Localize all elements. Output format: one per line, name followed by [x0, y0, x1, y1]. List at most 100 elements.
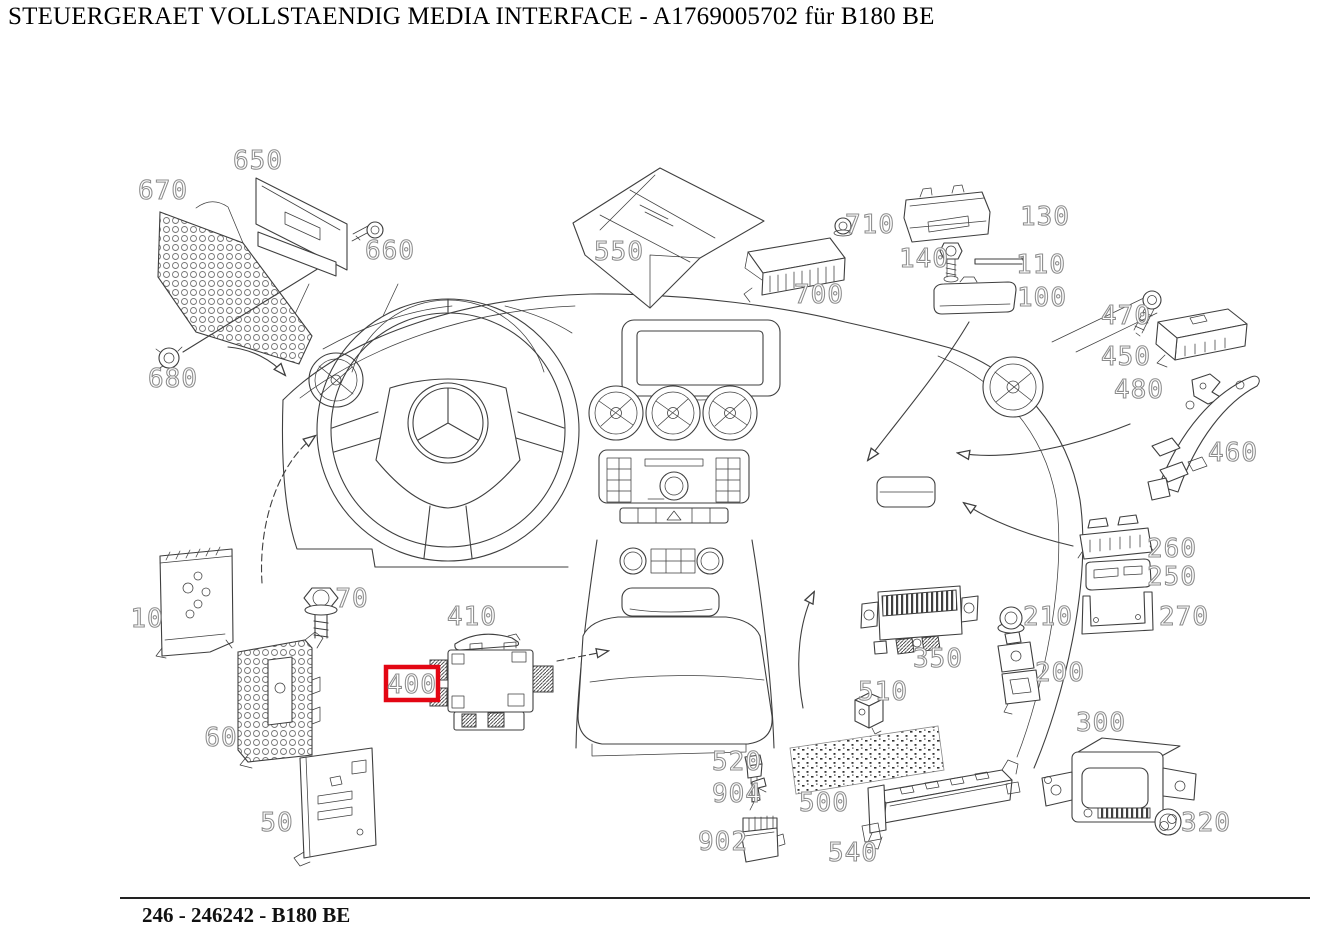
- part-label-70[interactable]: 70: [335, 583, 368, 614]
- part-label-904[interactable]: 904: [711, 778, 762, 809]
- mercedes-star-logo: [407, 382, 489, 464]
- part-label-110[interactable]: 110: [1015, 249, 1066, 280]
- part-label-902[interactable]: 902: [697, 826, 748, 857]
- svg-text:110: 110: [1016, 250, 1066, 280]
- arrow-to-wheel-left: [227, 346, 285, 375]
- part-350-illustration: [860, 585, 979, 655]
- part-540-illustration: [861, 759, 1021, 850]
- part-label-710[interactable]: 710: [844, 209, 895, 240]
- svg-text:460: 460: [1208, 438, 1258, 468]
- svg-text:670: 670: [138, 176, 188, 206]
- svg-text:660: 660: [365, 236, 415, 266]
- part-label-480[interactable]: 480: [1113, 374, 1164, 405]
- svg-text:130: 130: [1020, 202, 1070, 232]
- part-label-680[interactable]: 680: [147, 363, 198, 394]
- steering-wheel: [316, 298, 580, 562]
- svg-text:320: 320: [1181, 808, 1231, 838]
- part-label-520[interactable]: 520: [711, 746, 762, 777]
- svg-text:470: 470: [1101, 301, 1151, 331]
- svg-text:680: 680: [148, 364, 198, 394]
- part-label-540[interactable]: 540: [827, 837, 878, 868]
- svg-text:902: 902: [698, 827, 748, 857]
- part-520-illustration: [744, 754, 763, 785]
- part-label-660[interactable]: 660: [364, 235, 415, 266]
- svg-text:270: 270: [1159, 602, 1209, 632]
- part-700-illustration: [743, 237, 846, 303]
- part-label-200[interactable]: 200: [1034, 657, 1085, 688]
- svg-text:410: 410: [447, 602, 497, 632]
- page-footer: 246 - 246242 - B180 BE: [120, 897, 1310, 928]
- part-label-400[interactable]: 400: [383, 664, 441, 703]
- part-label-650[interactable]: 650: [232, 145, 283, 176]
- part-200-illustration: [997, 631, 1041, 715]
- part-650-illustration: [182, 177, 348, 353]
- svg-text:260: 260: [1147, 534, 1197, 564]
- part-label-320[interactable]: 320: [1180, 807, 1231, 838]
- part-label-50[interactable]: 50: [260, 807, 293, 838]
- part-label-350[interactable]: 350: [912, 643, 963, 674]
- leader-arrows: [227, 321, 1131, 709]
- footer-reference: 246 - 246242 - B180 BE: [142, 903, 351, 927]
- part-902-illustration: [740, 815, 786, 863]
- part-660-illustration: [351, 221, 384, 242]
- part-label-470[interactable]: 470: [1100, 300, 1151, 331]
- part-260-illustration: [1077, 514, 1155, 560]
- part-label-210[interactable]: 210: [1022, 601, 1073, 632]
- part-550-illustration: [572, 167, 765, 309]
- svg-text:500: 500: [799, 788, 849, 818]
- part-label-700[interactable]: 700: [793, 279, 844, 310]
- part-label-550[interactable]: 550: [593, 236, 644, 267]
- part-label-500[interactable]: 500: [798, 787, 849, 818]
- part-10-illustration: [155, 546, 234, 659]
- part-710-illustration: [833, 217, 853, 237]
- part-label-100[interactable]: 100: [1016, 282, 1067, 313]
- svg-text:700: 700: [794, 280, 844, 310]
- svg-text:70: 70: [335, 584, 368, 614]
- part-label-450[interactable]: 450: [1100, 341, 1151, 372]
- part-460-illustration: [1147, 375, 1260, 501]
- part-label-130[interactable]: 130: [1019, 201, 1070, 232]
- part-60-illustration: [237, 631, 324, 769]
- svg-text:140: 140: [899, 244, 949, 274]
- part-label-510[interactable]: 510: [857, 676, 908, 707]
- part-label-250[interactable]: 250: [1146, 561, 1197, 592]
- part-480-illustration: [1191, 373, 1223, 405]
- part-label-140[interactable]: 140: [898, 243, 949, 274]
- part-label-10[interactable]: 10: [130, 603, 163, 634]
- part-410-illustration: [454, 633, 521, 651]
- part-label-300[interactable]: 300: [1075, 707, 1126, 738]
- svg-text:510: 510: [858, 677, 908, 707]
- part-670-illustration: [157, 201, 313, 365]
- part-label-60[interactable]: 60: [204, 722, 237, 753]
- part-500-illustration: [789, 725, 945, 795]
- part-270-illustration: [1081, 591, 1154, 635]
- svg-text:100: 100: [1017, 283, 1067, 313]
- part-label-670[interactable]: 670: [137, 175, 188, 206]
- svg-text:650: 650: [233, 146, 283, 176]
- svg-text:10: 10: [130, 604, 163, 634]
- svg-text:904: 904: [712, 779, 762, 809]
- part-680-illustration: [155, 346, 183, 370]
- svg-text:480: 480: [1114, 375, 1164, 405]
- part-label-270[interactable]: 270: [1158, 601, 1209, 632]
- arrow-to-glovebox-lower: [964, 503, 1074, 547]
- arrow-from-400: [556, 651, 608, 662]
- arrow-from-100: [868, 321, 970, 460]
- part-100-illustration: [933, 276, 1017, 315]
- svg-text:400: 400: [387, 670, 437, 700]
- part-70-illustration: [303, 587, 339, 639]
- svg-text:550: 550: [594, 237, 644, 267]
- svg-text:450: 450: [1101, 342, 1151, 372]
- part-210-illustration: [997, 606, 1025, 634]
- svg-text:200: 200: [1035, 658, 1085, 688]
- part-450-illustration: [1155, 308, 1248, 368]
- svg-text:710: 710: [845, 210, 895, 240]
- part-label-410[interactable]: 410: [446, 601, 497, 632]
- part-label-460[interactable]: 460: [1207, 437, 1258, 468]
- radio-unit: [598, 449, 750, 524]
- arrow-from-bracket-60: [260, 436, 315, 584]
- glovebox: [876, 476, 936, 508]
- part-label-260[interactable]: 260: [1146, 533, 1197, 564]
